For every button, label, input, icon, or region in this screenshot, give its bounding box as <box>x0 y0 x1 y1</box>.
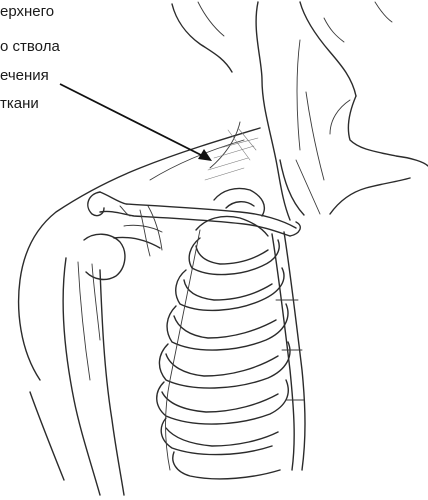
shoulder-outline <box>19 122 260 380</box>
neck-outline <box>172 2 428 220</box>
rib-cage <box>157 230 305 479</box>
annotation-text-line-2: о ствола <box>0 35 60 59</box>
first-rib <box>196 188 268 236</box>
humerus <box>30 206 162 495</box>
annotation-text-line-4: ткани <box>0 92 39 116</box>
clavicle <box>88 192 300 236</box>
annotation-text-line-3: ечения <box>0 64 49 88</box>
annotation-arrow <box>60 84 212 161</box>
annotation-text-line-1: ерхнего <box>0 0 54 24</box>
